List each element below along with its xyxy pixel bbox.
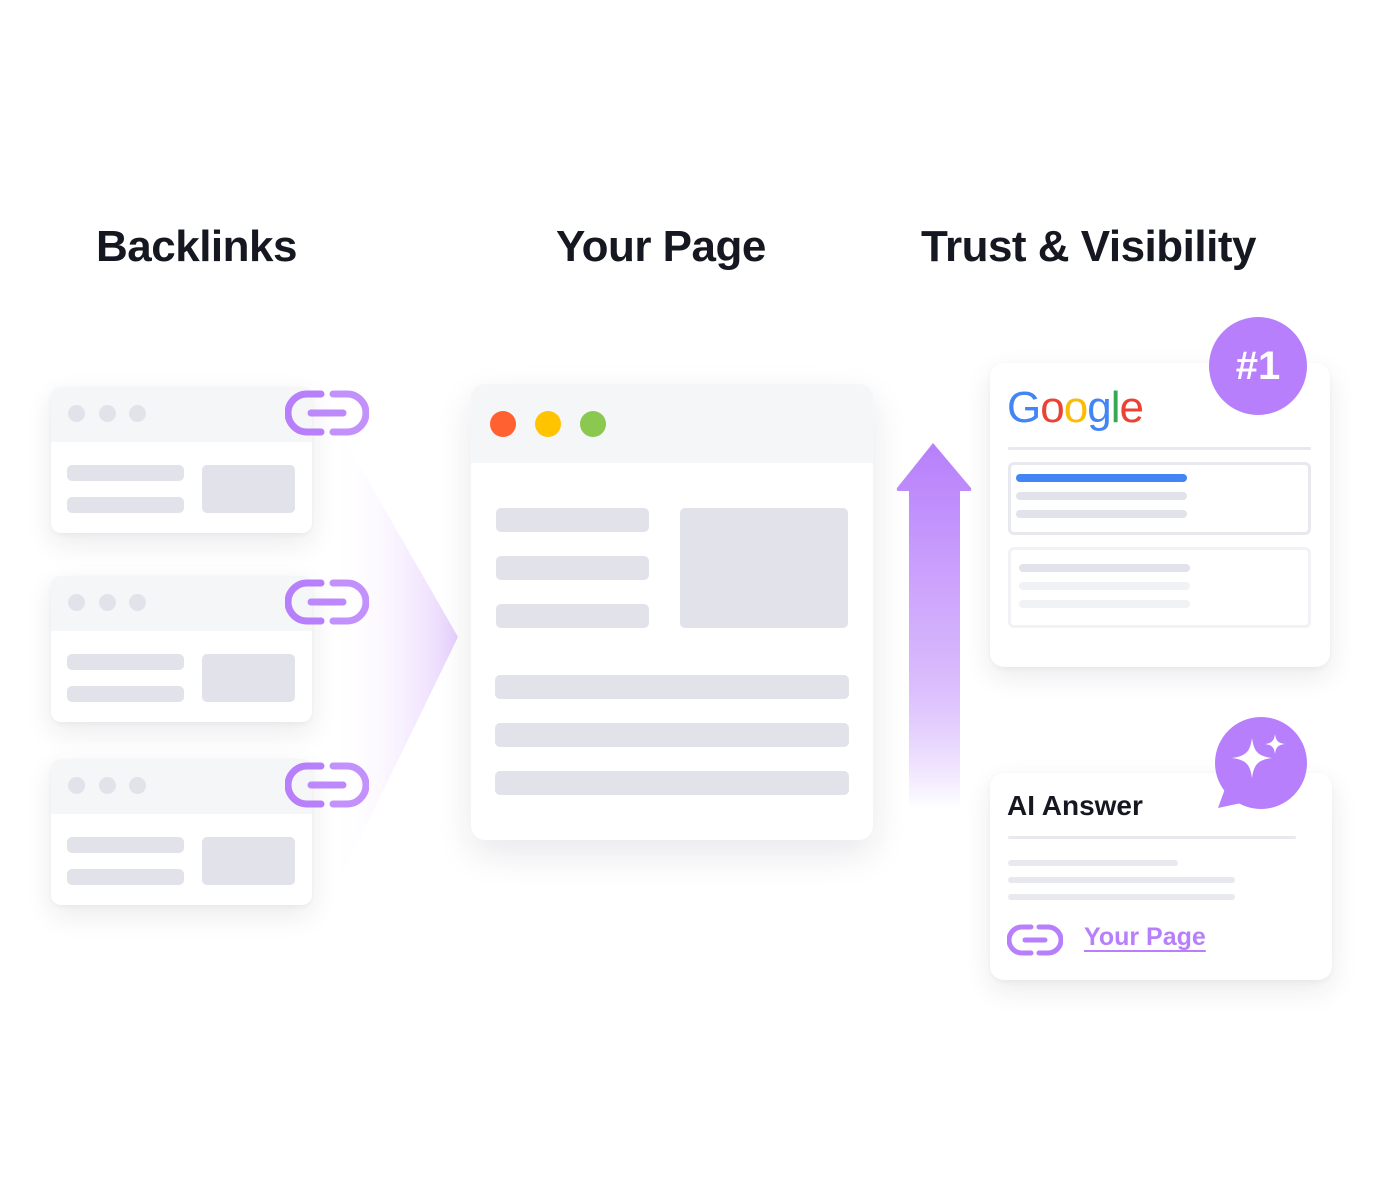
link-icon: [1007, 924, 1063, 956]
text-placeholder: [1008, 894, 1235, 900]
trust-visibility-title: Trust & Visibility: [921, 222, 1256, 271]
google-results-card: Google: [990, 363, 1330, 667]
your-page-title: Your Page: [556, 222, 766, 271]
backlink-card-header: [51, 576, 312, 631]
window-dot: [129, 594, 146, 611]
text-placeholder: [67, 686, 184, 702]
rank-badge: #1: [1209, 317, 1307, 415]
backlinks-title: Backlinks: [96, 222, 297, 271]
text-placeholder: [495, 771, 849, 795]
window-dot: [99, 777, 116, 794]
window-dot: [99, 594, 116, 611]
google-logo: Google: [1007, 383, 1144, 433]
text-placeholder: [495, 675, 849, 699]
divider: [1008, 836, 1296, 839]
backlink-card: [51, 759, 312, 905]
text-placeholder: [1019, 582, 1190, 590]
google-letter: o: [1040, 383, 1065, 432]
backlink-card: [51, 387, 312, 533]
text-placeholder: [495, 723, 849, 747]
window-dot: [68, 777, 85, 794]
result-title-highlight: [1016, 474, 1187, 482]
link-icon[interactable]: [285, 762, 369, 808]
funnel-connector: [330, 414, 458, 900]
window-dot: [129, 405, 146, 422]
text-placeholder: [67, 497, 184, 513]
google-letter: g: [1087, 383, 1112, 432]
image-placeholder: [202, 837, 295, 885]
ai-answer-title: AI Answer: [1007, 790, 1143, 821]
arrow-up-icon: [896, 443, 972, 810]
text-placeholder: [1019, 600, 1190, 608]
close-dot[interactable]: [490, 411, 516, 437]
text-placeholder: [67, 654, 184, 670]
image-placeholder: [202, 654, 295, 702]
text-placeholder: [496, 604, 649, 628]
window-dot: [129, 777, 146, 794]
search-result[interactable]: [1008, 547, 1311, 628]
browser-titlebar: [471, 384, 873, 463]
text-placeholder: [1019, 564, 1190, 572]
image-placeholder: [202, 465, 295, 513]
text-placeholder: [1016, 510, 1187, 518]
text-placeholder: [1016, 492, 1187, 500]
google-letter: l: [1110, 383, 1121, 432]
backlink-card-header: [51, 759, 312, 814]
backlink-card-header: [51, 387, 312, 442]
browser-window: [471, 384, 873, 840]
window-dot: [68, 594, 85, 611]
text-placeholder: [1008, 860, 1178, 866]
google-letter: e: [1119, 383, 1144, 432]
minimize-dot[interactable]: [535, 411, 561, 437]
your-page-link[interactable]: Your Page: [1084, 923, 1206, 951]
text-placeholder: [496, 508, 649, 532]
divider: [1008, 447, 1311, 450]
text-placeholder: [67, 837, 184, 853]
sparkle-chat-icon: [1215, 717, 1307, 809]
text-placeholder: [496, 556, 649, 580]
image-placeholder: [680, 508, 848, 628]
text-placeholder: [1008, 877, 1235, 883]
window-dot: [99, 405, 116, 422]
google-letter: o: [1063, 383, 1089, 432]
google-letter: G: [1007, 383, 1041, 432]
backlink-card: [51, 576, 312, 722]
text-placeholder: [67, 869, 184, 885]
ai-answer-card: AI Answer Your Page: [990, 773, 1332, 980]
link-icon[interactable]: [285, 579, 369, 625]
text-placeholder: [67, 465, 184, 481]
top-search-result[interactable]: [1008, 462, 1311, 535]
maximize-dot[interactable]: [580, 411, 606, 437]
window-dot: [68, 405, 85, 422]
link-icon[interactable]: [285, 390, 369, 436]
